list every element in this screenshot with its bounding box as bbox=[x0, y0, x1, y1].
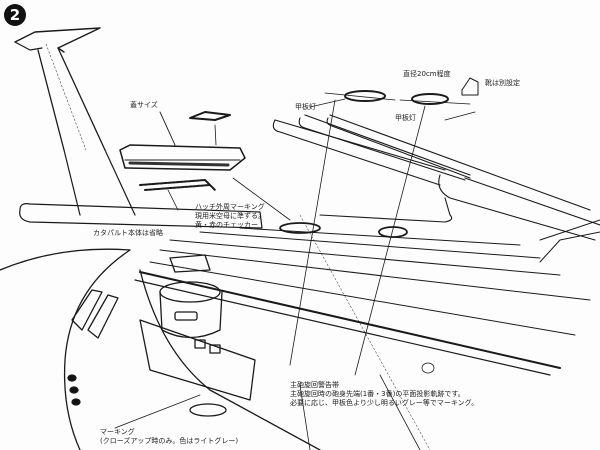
label-hatch-marking: ハッチ外周マーキング 現用米空母に準ずる。 黄・赤のチェッカー bbox=[195, 203, 265, 230]
marking-line-1: マーキング bbox=[100, 428, 135, 436]
deck-light-left bbox=[324, 90, 396, 102]
figure-number-badge: 2 bbox=[4, 4, 26, 26]
label-diameter: 直径20cm程度 bbox=[403, 70, 451, 78]
deck-light-right bbox=[399, 77, 479, 105]
label-deck-light-2: 甲板灯 bbox=[395, 114, 416, 122]
label-hatch-size: 蓋サイズ bbox=[130, 101, 158, 109]
hatch-marking-line-3: 黄・赤のチェッカー bbox=[195, 221, 258, 229]
hatch-cover bbox=[119, 111, 246, 191]
turret-warning-line-2: 主砲旋回時の砲身先端(1番・3番)の平面投影軌跡です。 bbox=[290, 390, 465, 398]
turret-warning-line-3: 必要に応じ、甲板色より少し明るいグレー等でマーキング。 bbox=[290, 399, 479, 407]
catapult bbox=[19, 203, 263, 229]
label-deck-light-1: 甲板灯 bbox=[295, 103, 316, 111]
label-marking: マーキング (クローズアップ時のみ。色はライトグレー) bbox=[100, 428, 238, 446]
marking-line-2: (クローズアップ時のみ。色はライトグレー) bbox=[100, 437, 239, 445]
hatch-marking-line-2: 現用米空母に準ずる。 bbox=[195, 212, 265, 220]
label-turret-warning: 主砲旋回警告帯 主砲旋回時の砲身先端(1番・3番)の平面投影軌跡です。 必要に応… bbox=[290, 381, 478, 408]
leader-lines bbox=[114, 98, 476, 429]
turret-warning-line-1: 主砲旋回警告帯 bbox=[290, 381, 339, 389]
gun-barrels bbox=[272, 114, 600, 241]
hatch-marking-line-1: ハッチ外周マーキング bbox=[195, 203, 265, 211]
main-turret bbox=[139, 222, 435, 417]
hull bbox=[0, 248, 421, 450]
flight-deck bbox=[134, 214, 600, 450]
label-shoe: 靴は別設定 bbox=[485, 79, 520, 87]
label-catapult: カタパルト本体は省略 bbox=[93, 229, 163, 237]
mast bbox=[14, 27, 136, 216]
